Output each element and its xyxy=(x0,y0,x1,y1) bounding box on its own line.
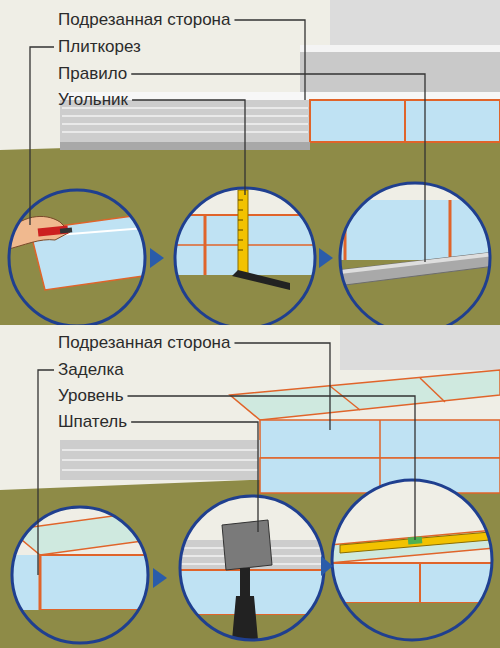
leader-line xyxy=(132,100,245,195)
leader-line xyxy=(131,74,425,262)
part-label: Заделка xyxy=(58,360,124,380)
leader-line xyxy=(128,396,416,540)
part-label: Уровень xyxy=(58,386,124,406)
leader-line xyxy=(234,343,330,430)
leader-line xyxy=(38,370,54,575)
part-label: Подрезанная сторона xyxy=(58,333,230,353)
leader-line xyxy=(131,422,258,532)
leader-line xyxy=(30,47,54,225)
leader-line xyxy=(234,20,305,100)
part-label: Правило xyxy=(58,64,127,84)
part-label: Угольник xyxy=(58,90,128,110)
part-label: Шпатель xyxy=(58,412,127,432)
part-label: Плиткорез xyxy=(58,37,141,57)
part-label: Подрезанная сторона xyxy=(58,10,230,30)
